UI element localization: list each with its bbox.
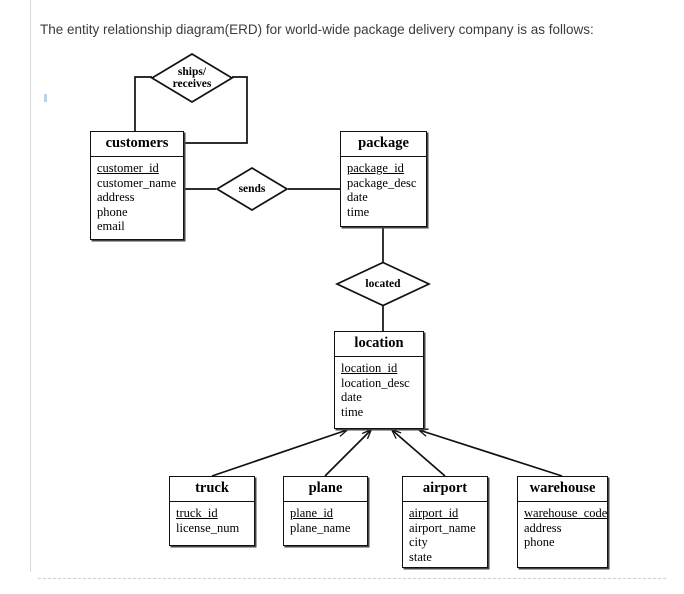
attribute-location-desc: location_desc [341, 375, 410, 390]
relationship-located[interactable]: located [334, 261, 432, 307]
attribute-location-id: location_id [341, 361, 398, 375]
attribute-list: customer_id customer_name address phone … [91, 157, 183, 237]
attribute-address: address [524, 520, 562, 535]
attribute-list: warehouse_code address phone [518, 502, 607, 553]
entity-title: plane [284, 477, 367, 502]
attribute-phone: phone [97, 204, 128, 219]
attribute-date: date [347, 190, 368, 205]
edge-location-subtypes [211, 430, 563, 477]
diamond-shape [215, 167, 289, 211]
attribute-time: time [347, 204, 370, 219]
attribute-list: plane_id plane_name [284, 502, 367, 539]
attribute-list: package_id package_desc date time [341, 157, 426, 223]
attribute-warehouse-code: warehouse_code [524, 506, 608, 520]
entity-title: warehouse [518, 477, 607, 502]
attribute-truck-id: truck_id [176, 506, 218, 520]
attribute-license-num: license_num [176, 520, 240, 535]
attribute-plane-id: plane_id [290, 506, 334, 520]
attribute-phone: phone [524, 535, 555, 550]
attribute-city: city [409, 535, 428, 550]
intro-text: The entity relationship diagram(ERD) for… [40, 22, 594, 37]
entity-title: airport [403, 477, 487, 502]
entity-location[interactable]: location location_id location_desc date … [334, 331, 424, 429]
attribute-airport-name: airport_name [409, 520, 476, 535]
attribute-list: truck_id license_num [170, 502, 254, 539]
entity-customers[interactable]: customers customer_id customer_name addr… [90, 131, 184, 240]
left-gutter-rule [30, 0, 31, 572]
attribute-list: location_id location_desc date time [335, 357, 423, 423]
edge-ships-receives [134, 76, 248, 144]
attribute-package-desc: package_desc [347, 175, 417, 190]
attribute-airport-id: airport_id [409, 506, 459, 520]
text-caret-artifact [44, 94, 47, 102]
attribute-plane-name: plane_name [290, 520, 351, 535]
entity-title: customers [91, 132, 183, 157]
entity-package[interactable]: package package_id package_desc date tim… [340, 131, 427, 227]
attribute-date: date [341, 390, 362, 405]
attribute-state: state [409, 549, 432, 564]
entity-truck[interactable]: truck truck_id license_num [169, 476, 255, 546]
entity-title: truck [170, 477, 254, 502]
entity-airport[interactable]: airport airport_id airport_name city sta… [402, 476, 488, 568]
attribute-list: airport_id airport_name city state [403, 502, 487, 568]
attribute-address: address [97, 190, 135, 205]
entity-title: package [341, 132, 426, 157]
entity-title: location [335, 332, 423, 357]
attribute-package-id: package_id [347, 161, 404, 175]
entity-warehouse[interactable]: warehouse warehouse_code address phone [517, 476, 608, 568]
attribute-email: email [97, 219, 125, 234]
entity-plane[interactable]: plane plane_id plane_name [283, 476, 368, 546]
relationship-ships-receives[interactable]: ships/ receives [150, 52, 234, 104]
diamond-shape [334, 261, 432, 307]
bottom-divider [38, 578, 666, 579]
attribute-time: time [341, 404, 364, 419]
relationship-sends[interactable]: sends [215, 166, 289, 212]
attribute-customer-name: customer_name [97, 175, 177, 190]
diamond-shape [150, 53, 234, 103]
attribute-customer-id: customer_id [97, 161, 159, 175]
